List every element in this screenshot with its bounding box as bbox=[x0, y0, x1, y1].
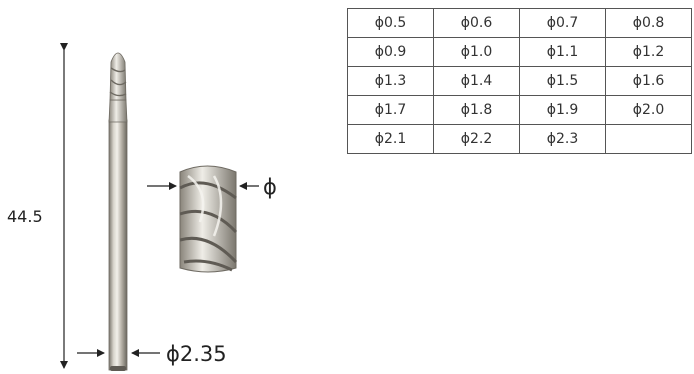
shank-diameter-label: ϕ2.35 bbox=[166, 342, 227, 366]
tip-detail bbox=[179, 165, 238, 273]
drill-tip bbox=[109, 52, 127, 101]
size-table-cell: ϕ1.9 bbox=[519, 95, 606, 125]
tip-detail-flutes bbox=[179, 181, 238, 272]
size-table-cell: ϕ1.6 bbox=[605, 66, 692, 96]
tip-diameter-label: ϕ bbox=[263, 175, 277, 199]
size-table-cell: ϕ0.5 bbox=[347, 8, 434, 38]
size-table-cell: ϕ1.3 bbox=[347, 66, 434, 96]
drill-neck bbox=[108, 99, 128, 123]
drill-flutes bbox=[109, 67, 127, 97]
size-table-cell: ϕ2.2 bbox=[433, 124, 520, 154]
size-table-cell: ϕ1.7 bbox=[347, 95, 434, 125]
drill-end bbox=[110, 366, 126, 371]
size-table-cell: ϕ1.2 bbox=[605, 37, 692, 67]
size-table-cell: ϕ0.8 bbox=[605, 8, 692, 38]
drill-shank bbox=[108, 119, 128, 371]
size-table-cell: ϕ1.0 bbox=[433, 37, 520, 67]
tip-diameter-dimension: ϕ bbox=[147, 175, 277, 199]
size-table-cell: ϕ1.1 bbox=[519, 37, 606, 67]
size-table-cell: ϕ0.9 bbox=[347, 37, 434, 67]
size-table-cell: ϕ1.4 bbox=[433, 66, 520, 96]
length-label: 44.5 bbox=[7, 207, 43, 226]
size-table-cell: ϕ2.1 bbox=[347, 124, 434, 154]
size-table-cell: ϕ1.5 bbox=[519, 66, 606, 96]
tip-detail-body bbox=[179, 165, 237, 273]
shank-diameter-dimension: ϕ2.35 bbox=[77, 342, 227, 366]
size-table-cell: ϕ0.7 bbox=[519, 8, 606, 38]
drill-bit bbox=[108, 52, 128, 371]
length-dimension: 44.5 bbox=[7, 43, 68, 369]
size-table-cell: ϕ2.0 bbox=[605, 95, 692, 125]
size-table-cell: ϕ2.3 bbox=[519, 124, 606, 154]
size-table-cell: ϕ1.8 bbox=[433, 95, 520, 125]
size-table-cell: ϕ0.6 bbox=[433, 8, 520, 38]
size-table-cell bbox=[605, 124, 692, 154]
